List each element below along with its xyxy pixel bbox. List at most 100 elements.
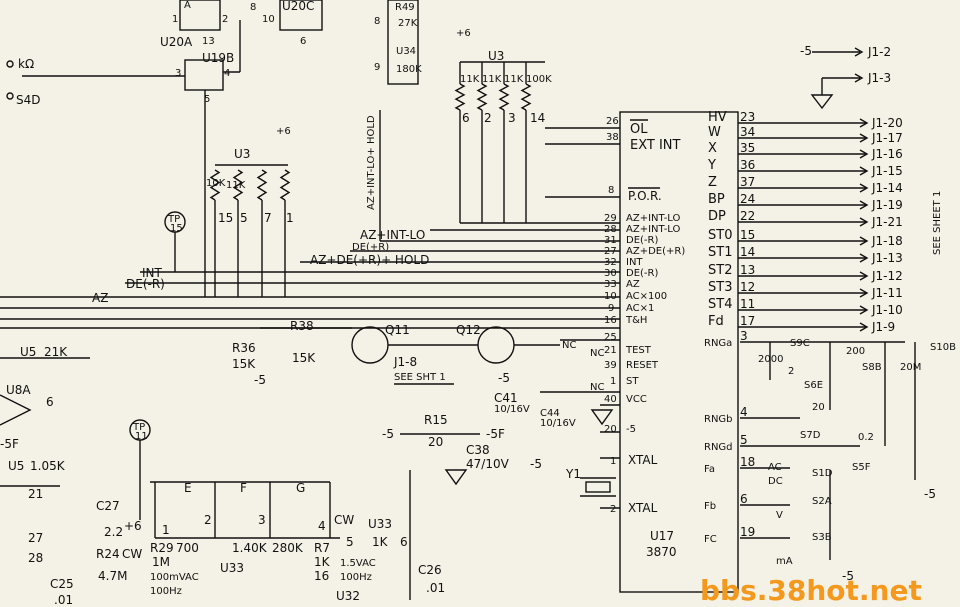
svg-text:15K: 15K xyxy=(232,357,256,371)
pin-label: BP xyxy=(708,192,725,207)
svg-text:5: 5 xyxy=(204,94,210,105)
svg-text:G: G xyxy=(296,481,305,495)
svg-text:1K: 1K xyxy=(314,555,331,569)
svg-text:mA: mA xyxy=(776,556,793,567)
u17-chip: U17 3870 xyxy=(619,111,739,593)
svg-text:100mVAC: 100mVAC xyxy=(150,572,199,583)
svg-text:4.7M: 4.7M xyxy=(98,569,127,583)
svg-text:+6: +6 xyxy=(276,126,291,137)
signal-de-r2: DE(-R) xyxy=(126,277,165,291)
u5-label-b: U5 xyxy=(8,459,24,473)
svg-text:+6: +6 xyxy=(456,28,471,39)
u32-label: U32 xyxy=(336,589,360,603)
svg-text:11K: 11K xyxy=(504,74,524,85)
svg-text:-5F: -5F xyxy=(486,427,505,441)
svg-text:2: 2 xyxy=(484,111,492,125)
kohm-label: kΩ xyxy=(18,57,34,71)
u33-label-a: U33 xyxy=(220,561,244,575)
connector-label: J1-12 xyxy=(871,269,903,283)
svg-text:8: 8 xyxy=(608,185,614,196)
svg-text:AC×100: AC×100 xyxy=(626,291,667,302)
s5f-label: S5F xyxy=(852,462,871,473)
svg-text:-5: -5 xyxy=(498,371,510,385)
svg-text:0.2: 0.2 xyxy=(858,432,874,443)
svg-text:A: A xyxy=(184,0,191,11)
svg-text:1K: 1K xyxy=(372,535,389,549)
svg-text:33: 33 xyxy=(604,279,617,290)
svg-text:10K: 10K xyxy=(206,178,226,189)
svg-text:1: 1 xyxy=(172,14,178,25)
pin-label-por: P.O.R. xyxy=(628,189,662,203)
svg-text:AZ+INT-LO: AZ+INT-LO xyxy=(626,213,681,224)
u33-label-b: U33 xyxy=(368,517,392,531)
watermark: bbs.38hot.net xyxy=(700,574,922,607)
u19b-label: U19B xyxy=(202,51,234,65)
y1-label: Y1 xyxy=(565,467,581,481)
c38-label: C38 xyxy=(466,443,490,457)
pin-label: DP xyxy=(708,209,726,224)
svg-text:16: 16 xyxy=(604,315,617,326)
svg-text:U3: U3 xyxy=(488,49,504,63)
svg-text:-5: -5 xyxy=(800,44,812,58)
svg-text:4: 4 xyxy=(224,68,230,79)
pin-label: RNGd xyxy=(704,442,733,453)
pin-number: 35 xyxy=(740,141,755,155)
svg-text:AC×1: AC×1 xyxy=(626,303,654,314)
pin-number: 18 xyxy=(740,455,755,469)
svg-text:7: 7 xyxy=(264,211,272,225)
pin-number: 34 xyxy=(740,125,755,139)
svg-text:3: 3 xyxy=(175,68,181,79)
svg-text:1.40K: 1.40K xyxy=(232,541,268,555)
pin-number: 14 xyxy=(740,245,755,259)
svg-text:V: V xyxy=(776,510,783,521)
svg-text:6: 6 xyxy=(462,111,470,125)
see-sht1: SEE SHT 1 xyxy=(394,372,446,383)
pin-number: 17 xyxy=(740,314,755,328)
signal-az-de-hold: AZ+DE(+R)+ HOLD xyxy=(310,253,429,267)
u8a-label: U8A xyxy=(6,383,31,397)
svg-text:XTAL: XTAL xyxy=(628,453,658,467)
svg-text:XTAL: XTAL xyxy=(628,501,658,515)
pin-label: RNGa xyxy=(704,338,732,349)
u3-resistor-pack-top: U3 +6 11K 11K 11K 100K 6 2 3 14 xyxy=(454,28,552,223)
connector-label: J1-17 xyxy=(871,131,903,145)
connector-label: J1-19 xyxy=(871,198,903,212)
svg-text:INT: INT xyxy=(626,257,643,268)
svg-text:10/16V: 10/16V xyxy=(494,404,530,415)
pin-number: 24 xyxy=(740,192,755,206)
pin-label: Z xyxy=(708,175,717,190)
svg-text:15K: 15K xyxy=(292,351,316,365)
s2a-label: S2A xyxy=(812,496,832,507)
svg-text:VCC: VCC xyxy=(626,394,647,405)
svg-text:2.2: 2.2 xyxy=(104,525,123,539)
svg-text:DC: DC xyxy=(768,476,783,487)
connector-label: J1-21 xyxy=(871,215,903,229)
pin-label-ol: OL xyxy=(630,122,648,137)
connector-label: J1-13 xyxy=(871,251,903,265)
svg-text:NC: NC xyxy=(590,348,604,359)
pin-label: ST3 xyxy=(708,280,732,295)
svg-text:2: 2 xyxy=(222,14,228,25)
signal-de-r: DE(+R) xyxy=(352,242,389,253)
svg-text:15: 15 xyxy=(170,223,183,234)
svg-text:ST: ST xyxy=(626,376,639,387)
pin-number: 11 xyxy=(740,297,755,311)
r29-label: R29 xyxy=(150,541,174,555)
svg-text:2: 2 xyxy=(610,504,616,515)
pin-label: ST4 xyxy=(708,297,732,312)
signal-az: AZ xyxy=(92,291,108,305)
svg-text:DE(-R): DE(-R) xyxy=(626,235,658,246)
q11-label: Q11 xyxy=(385,323,410,337)
conn-j1-2: J1-2 xyxy=(867,45,891,59)
connector-label: J1-14 xyxy=(871,181,903,195)
